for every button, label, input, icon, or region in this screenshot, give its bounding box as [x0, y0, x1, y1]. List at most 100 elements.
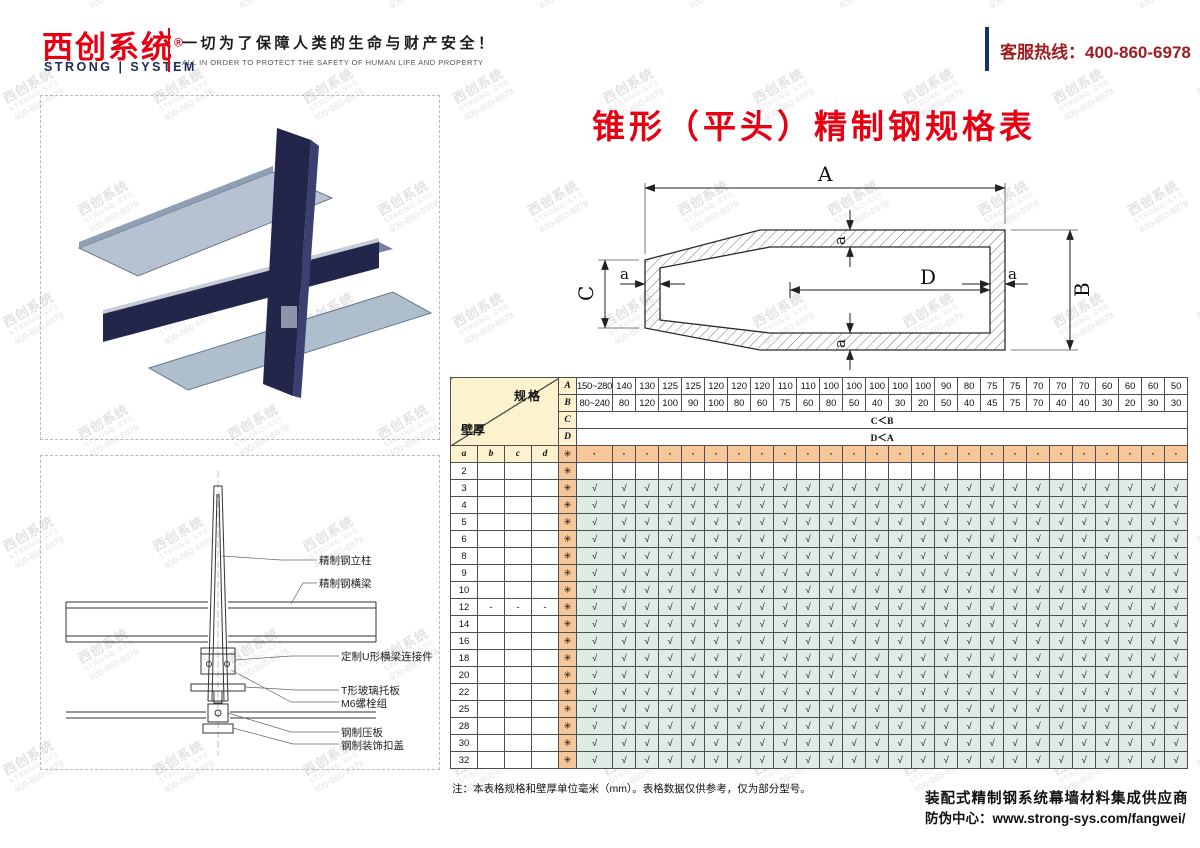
check-cell: √ [980, 598, 1005, 616]
star-cell: ✳ [558, 513, 577, 531]
empty-cell [911, 462, 936, 480]
dot-cell: · [727, 445, 752, 463]
check-cell: √ [1003, 734, 1028, 752]
dot-cell: · [865, 445, 890, 463]
B-value: 30 [1095, 394, 1120, 412]
check-cell: √ [681, 513, 706, 531]
bcd-cell [531, 479, 559, 497]
check-cell: √ [1164, 649, 1189, 667]
check-cell: √ [796, 547, 821, 565]
check-cell: √ [819, 513, 844, 531]
check-cell: √ [612, 598, 637, 616]
check-cell: √ [934, 479, 959, 497]
check-cell: √ [819, 632, 844, 650]
check-cell: √ [796, 649, 821, 667]
check-cell: √ [1049, 547, 1074, 565]
part-label-cover: 钢制装饰扣盖 [341, 740, 404, 752]
check-cell: √ [1003, 615, 1028, 633]
check-cell: √ [658, 666, 683, 684]
check-cell: √ [796, 734, 821, 752]
check-cell: √ [658, 581, 683, 599]
check-cell: √ [1049, 717, 1074, 735]
check-cell: √ [1072, 479, 1097, 497]
thickness-value: 32 [450, 751, 478, 769]
bcd-cell [504, 615, 532, 633]
B-value: 80~240 [575, 394, 614, 412]
check-cell: √ [865, 564, 890, 582]
check-cell: √ [1141, 581, 1166, 599]
check-cell: √ [842, 547, 867, 565]
empty-cell [865, 462, 890, 480]
check-cell: √ [727, 496, 752, 514]
check-cell: √ [888, 734, 913, 752]
check-cell: √ [957, 581, 982, 599]
check-cell: √ [704, 513, 729, 531]
A-value: 60 [1141, 377, 1166, 395]
check-cell: √ [957, 564, 982, 582]
check-cell: √ [980, 632, 1005, 650]
bcd-cell [477, 632, 505, 650]
check-cell: √ [888, 751, 913, 769]
check-cell: √ [1049, 666, 1074, 684]
A-value: 70 [1049, 377, 1074, 395]
star-cell: ✳ [558, 717, 577, 735]
table-row: 32✳√√√√√√√√√√√√√√√√√√√√√√√√√√ [450, 751, 1189, 769]
check-cell: √ [911, 751, 936, 769]
check-cell: √ [796, 666, 821, 684]
check-cell: √ [681, 615, 706, 633]
check-cell: √ [934, 717, 959, 735]
check-cell: √ [727, 700, 752, 718]
check-cell: √ [575, 615, 614, 633]
bcd-cell [477, 700, 505, 718]
check-cell: √ [911, 734, 936, 752]
check-cell: √ [635, 496, 660, 514]
check-cell: √ [658, 598, 683, 616]
table-row: 16✳√√√√√√√√√√√√√√√√√√√√√√√√√√ [450, 632, 1189, 650]
check-cell: √ [819, 598, 844, 616]
check-cell: √ [773, 598, 798, 616]
check-cell: √ [1164, 581, 1189, 599]
check-cell: √ [727, 632, 752, 650]
check-cell: √ [865, 581, 890, 599]
B-value: 40 [957, 394, 982, 412]
check-cell: √ [612, 615, 637, 633]
table-row: 4✳√√√√√√√√√√√√√√√√√√√√√√√√√√ [450, 496, 1189, 514]
check-cell: √ [750, 479, 775, 497]
check-cell: √ [796, 564, 821, 582]
star-cell: ✳ [558, 547, 577, 565]
check-cell: √ [658, 717, 683, 735]
check-cell: √ [1141, 615, 1166, 633]
check-cell: √ [934, 734, 959, 752]
check-cell: √ [1118, 547, 1143, 565]
part-label-mullion: 精制钢立柱 [319, 555, 372, 567]
A-value: 120 [727, 377, 752, 395]
check-cell: √ [681, 496, 706, 514]
B-value: 80 [727, 394, 752, 412]
bcd-cell [504, 649, 532, 667]
star-cell: ✳ [558, 479, 577, 497]
check-cell: √ [842, 632, 867, 650]
part-label-t-support: T形玻璃托板 [341, 685, 400, 697]
bcd-cell [531, 547, 559, 565]
check-cell: √ [727, 734, 752, 752]
A-value: 75 [1003, 377, 1028, 395]
bcd-cell: - [531, 598, 559, 616]
check-cell: √ [980, 649, 1005, 667]
check-cell: √ [911, 496, 936, 514]
B-value: 100 [658, 394, 683, 412]
check-cell: √ [911, 564, 936, 582]
check-cell: √ [957, 666, 982, 684]
check-cell: √ [1072, 598, 1097, 616]
check-cell: √ [911, 547, 936, 565]
star-cell: ✳ [558, 734, 577, 752]
check-cell: √ [980, 564, 1005, 582]
dot-cell: · [934, 445, 959, 463]
check-cell: √ [1164, 734, 1189, 752]
check-cell: √ [819, 700, 844, 718]
check-cell: √ [842, 598, 867, 616]
slogan-en: ALL IN ORDER TO PROTECT THE SAFETY OF HU… [182, 58, 484, 67]
